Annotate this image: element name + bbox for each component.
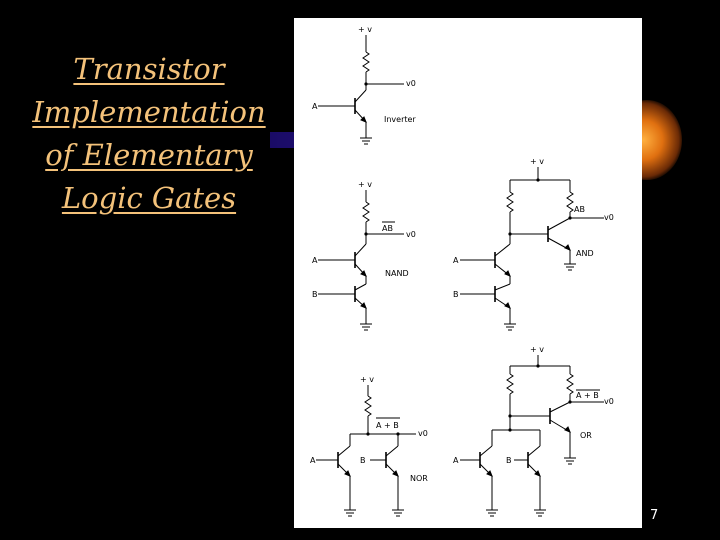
and-input-a-label: A <box>453 256 459 265</box>
inverter-supply-label: + v <box>358 25 372 34</box>
nand-resistor <box>362 201 370 223</box>
inverter-label: Inverter <box>384 115 416 124</box>
or-input-a-label: A <box>453 456 459 465</box>
title-line-2: Implementation <box>32 95 266 129</box>
or-output-label: v0 <box>604 397 614 406</box>
nand-label: NAND <box>385 269 409 278</box>
nand-output-expression: AB <box>382 224 393 233</box>
and-supply-label: + v <box>530 157 544 166</box>
and-input-b-label: B <box>453 290 459 299</box>
nor-resistor <box>364 395 372 417</box>
nor-output-label: v0 <box>418 429 428 438</box>
inverter-input-a-label: A <box>312 102 318 111</box>
inverter-output-label: v0 <box>406 79 416 88</box>
circuit-diagrams: + v v0 A Inverter + v AB v0 A <box>310 25 614 517</box>
title-line-3: of Elementary <box>45 138 253 172</box>
circuit-diagram-panel: + v v0 A Inverter + v AB v0 A <box>294 18 642 528</box>
inverter-circuit: + v v0 A Inverter <box>312 25 416 145</box>
or-output-expression: A + B <box>576 391 599 400</box>
nor-label: NOR <box>410 474 428 483</box>
nand-input-a-label: A <box>312 256 318 265</box>
title-line-4: Logic Gates <box>61 181 237 215</box>
title-line-1: Transistor <box>73 52 225 86</box>
nor-output-expression: A + B <box>376 421 399 430</box>
page-number: 7 <box>650 508 659 523</box>
and-label: AND <box>576 249 594 258</box>
or-resistor-1 <box>506 373 514 395</box>
nand-output-label: v0 <box>406 230 416 239</box>
or-resistor-2 <box>566 373 574 395</box>
nor-input-a-label: A <box>310 456 316 465</box>
nor-input-b-label: B <box>360 456 366 465</box>
or-circuit: + v A + B v0 OR A <box>453 345 614 517</box>
or-input-b-label: B <box>506 456 512 465</box>
and-circuit: + v AB v0 AND A B <box>453 157 614 331</box>
nor-circuit: + v A + B v0 A B NOR <box>310 375 428 517</box>
nand-circuit: + v AB v0 A B NAND <box>312 180 416 331</box>
and-output-label: v0 <box>604 213 614 222</box>
or-label: OR <box>580 431 592 440</box>
and-resistor-2 <box>566 191 574 213</box>
and-resistor-1 <box>506 191 514 213</box>
nor-supply-label: + v <box>360 375 374 384</box>
or-supply-label: + v <box>530 345 544 354</box>
slide-title: Transistor Implementation of Elementary … <box>18 48 280 220</box>
nand-supply-label: + v <box>358 180 372 189</box>
inverter-resistor <box>362 51 370 73</box>
nand-input-b-label: B <box>312 290 318 299</box>
and-output-expression: AB <box>574 205 585 214</box>
